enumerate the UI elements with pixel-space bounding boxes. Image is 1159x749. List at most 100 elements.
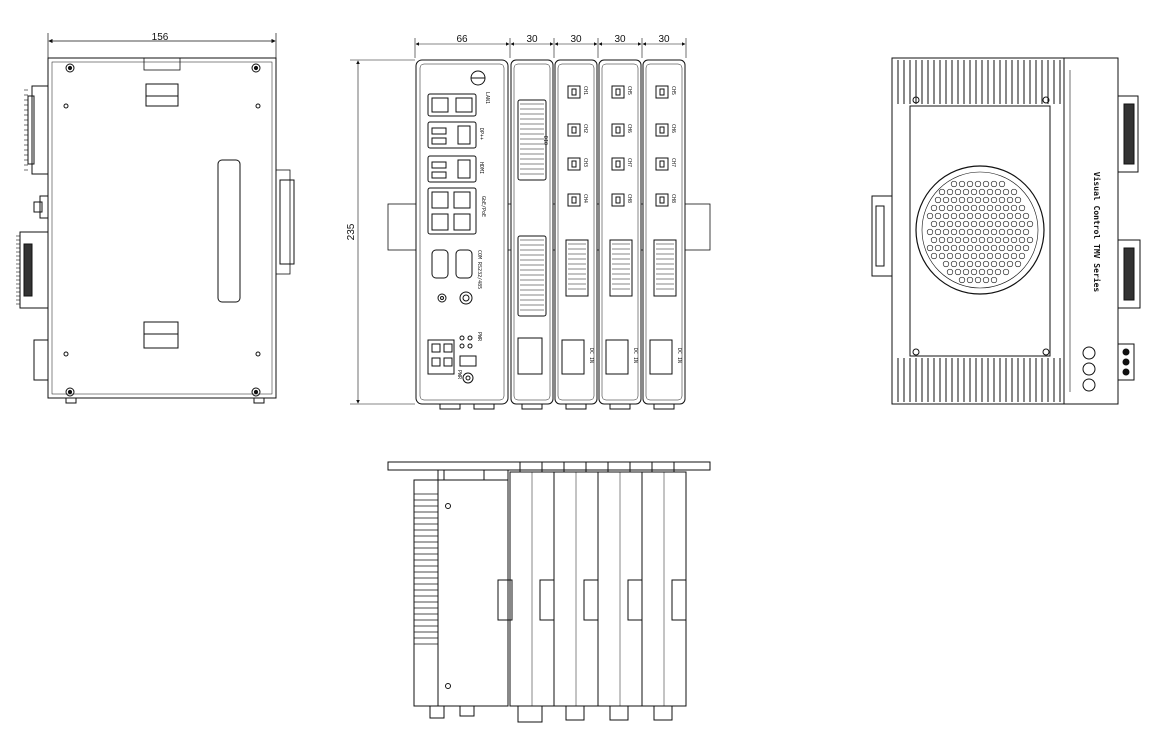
fan-hole [970, 268, 978, 276]
fan-hole [950, 244, 958, 252]
fan-hole [1014, 228, 1022, 236]
fan-hole [954, 236, 962, 244]
fan-hole [1018, 236, 1026, 244]
fan-hole [974, 276, 982, 284]
fan-hole [1006, 228, 1014, 236]
fan-hole [946, 236, 954, 244]
fan-hole [1010, 236, 1018, 244]
fan-hole [994, 252, 1002, 260]
fan-hole [970, 252, 978, 260]
fan-hole [990, 180, 998, 188]
fan-hole [966, 212, 974, 220]
fan-hole [958, 228, 966, 236]
fan-hole [946, 220, 954, 228]
front-view [350, 38, 711, 410]
camera-connector [611, 85, 625, 99]
fan-hole [982, 244, 990, 252]
fan-hole [998, 228, 1006, 236]
fan-hole [1006, 212, 1014, 220]
fan-hole [926, 212, 934, 220]
fan-hole [998, 180, 1006, 188]
fan-hole [930, 204, 938, 212]
fan-hole [926, 244, 934, 252]
fan-hole [994, 204, 1002, 212]
fan-hole [938, 236, 946, 244]
camera-connector-pin [659, 88, 665, 96]
fan-hole [994, 268, 1002, 276]
fan-hole [958, 212, 966, 220]
camera-connector-pin [659, 160, 665, 168]
fan-hole [1002, 236, 1010, 244]
fan-hole [942, 196, 950, 204]
fan-hole [1002, 252, 1010, 260]
fan-hole [978, 268, 986, 276]
fan-hole [938, 204, 946, 212]
fan-hole [1014, 212, 1022, 220]
label-hdmi: HDMI [478, 162, 484, 174]
fan-hole [1002, 220, 1010, 228]
fan-hole [1002, 204, 1010, 212]
camera-connector [611, 157, 625, 171]
series-label: Visual Control TMV Series [1092, 172, 1102, 293]
fan-hole [1018, 252, 1026, 260]
fan-hole [982, 260, 990, 268]
camera-channel-label: CH7 [626, 158, 632, 167]
fan-hole [1002, 188, 1010, 196]
camera-connector-pin [571, 196, 577, 204]
camera-channel-label: CH5 [626, 86, 632, 95]
fan-hole [994, 188, 1002, 196]
camera-connector [567, 193, 581, 207]
camera-connector-pin [571, 126, 577, 134]
fan-hole [954, 188, 962, 196]
label-dio: DIO [542, 136, 548, 145]
label-led-pwr: PWR [476, 332, 482, 342]
camera-connector-pin [615, 88, 621, 96]
fan-hole [954, 220, 962, 228]
camera-connector [611, 123, 625, 137]
fan-hole [998, 260, 1006, 268]
fan-hole [990, 196, 998, 204]
fan-hole [1018, 204, 1026, 212]
camera-channel-label: CH8 [626, 194, 632, 203]
fan-hole [978, 252, 986, 260]
fan-hole [1010, 252, 1018, 260]
fan-hole [978, 220, 986, 228]
camera-connector [567, 123, 581, 137]
camera-connector-pin [659, 126, 665, 134]
dim-module-3: 30 [614, 34, 626, 45]
fan-hole [990, 228, 998, 236]
fan-hole [974, 260, 982, 268]
camera-connector [655, 157, 669, 171]
fan-hole [986, 220, 994, 228]
fan-hole [962, 236, 970, 244]
fan-hole [1022, 244, 1030, 252]
fan-hole [958, 260, 966, 268]
fan-hole [1026, 220, 1034, 228]
fan-hole [982, 276, 990, 284]
fan-hole [926, 228, 934, 236]
camera-connector [567, 157, 581, 171]
camera-channel-label: CH5 [670, 86, 676, 95]
fan-hole [986, 252, 994, 260]
fan-hole [966, 196, 974, 204]
camera-connector [611, 193, 625, 207]
fan-grille [926, 180, 1034, 284]
fan-hole [978, 204, 986, 212]
fan-hole [974, 180, 982, 188]
fan-hole [930, 236, 938, 244]
fan-hole [950, 196, 958, 204]
dim-module-1: 30 [526, 34, 538, 45]
fan-hole [966, 276, 974, 284]
dim-module-2: 30 [570, 34, 582, 45]
fan-hole [978, 188, 986, 196]
fan-hole [950, 212, 958, 220]
camera-channel-label: CH2 [582, 124, 588, 133]
fan-hole [982, 212, 990, 220]
fan-hole [950, 260, 958, 268]
fan-hole [994, 220, 1002, 228]
fan-hole [998, 212, 1006, 220]
fan-hole [938, 188, 946, 196]
fan-hole [998, 244, 1006, 252]
fan-hole [1010, 220, 1018, 228]
